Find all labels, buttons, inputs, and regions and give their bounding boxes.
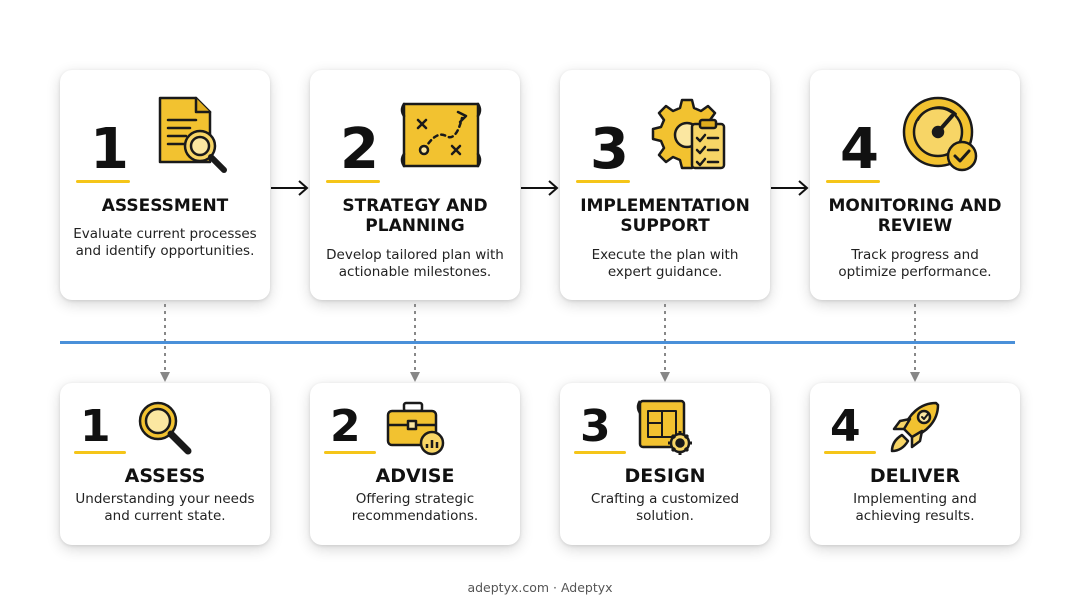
step-description: Offering strategic recommendations. — [351, 491, 479, 524]
step-number: 2 — [330, 401, 361, 452]
step-number: 1 — [80, 401, 111, 452]
dotted-connector — [160, 304, 170, 382]
step-title: DESIGN — [624, 465, 706, 487]
blueprint-gear-icon — [636, 399, 692, 455]
step-description: Implementing and achieving results. — [853, 491, 977, 524]
step-card-advise: 2 ADVISE Offering strategic recommendati… — [310, 383, 520, 545]
step-description: Crafting a customized solution. — [590, 491, 740, 524]
dotted-connector — [410, 304, 420, 382]
rocket-icon — [890, 401, 940, 453]
briefcase-chart-icon — [386, 401, 445, 456]
number-underline — [824, 451, 876, 454]
step-description: Execute the plan with expert guidance. — [591, 247, 739, 280]
section-divider — [60, 341, 1015, 344]
number-underline — [76, 180, 130, 183]
number-underline — [324, 451, 376, 454]
step-number: 3 — [580, 401, 611, 452]
arrow-right-icon — [521, 180, 559, 196]
arrow-right-icon — [771, 180, 809, 196]
gauge-check-icon — [902, 96, 978, 172]
step-card-deliver: 4 DELIVER Implementing and achieving res… — [810, 383, 1020, 545]
step-number: 3 — [590, 117, 629, 182]
step-title: IMPLEMENTATION SUPPORT — [580, 196, 750, 236]
step-number: 4 — [830, 401, 861, 452]
gear-checklist-icon — [651, 98, 726, 170]
step-description: Understanding your needs and current sta… — [75, 491, 255, 524]
step-card-monitoring-and-review: 4 MONITORING AND REVIEW Track progress a… — [810, 70, 1020, 300]
step-card-design: 3 DESIGN Crafting a customized solution. — [560, 383, 770, 545]
step-number: 2 — [340, 117, 379, 182]
strategy-map-icon — [400, 102, 482, 168]
step-title: ADVISE — [375, 465, 455, 487]
number-underline — [326, 180, 380, 183]
number-underline — [576, 180, 630, 183]
step-description: Evaluate current processes and identify … — [73, 226, 257, 259]
footer-credit: adeptyx.com · Adeptyx — [467, 580, 613, 595]
step-card-strategy-and-planning: 2 STRATEGY AND PLANNING Develop tailored… — [310, 70, 520, 300]
step-title: ASSESSMENT — [101, 196, 229, 216]
step-number: 1 — [90, 117, 129, 182]
number-underline — [826, 180, 880, 183]
step-card-implementation-support: 3 IMPLEMENTATION SUPPORT Execute the pla… — [560, 70, 770, 300]
step-title: DELIVER — [869, 465, 961, 487]
dotted-connector — [910, 304, 920, 382]
arrow-right-icon — [271, 180, 309, 196]
number-underline — [74, 451, 126, 454]
step-title: STRATEGY AND PLANNING — [342, 196, 488, 236]
document-magnifier-icon — [158, 96, 227, 173]
step-description: Develop tailored plan with actionable mi… — [326, 247, 504, 280]
step-title: MONITORING AND REVIEW — [828, 196, 1002, 236]
step-description: Track progress and optimize performance. — [838, 247, 992, 280]
step-number: 4 — [840, 117, 879, 182]
step-title: ASSESS — [124, 465, 206, 487]
magnifier-icon — [138, 401, 192, 455]
step-card-assessment: 1 ASSESSMENT Evaluate current processes … — [60, 70, 270, 300]
step-card-assess: 1 ASSESS Understanding your needs and cu… — [60, 383, 270, 545]
number-underline — [574, 451, 626, 454]
dotted-connector — [660, 304, 670, 382]
